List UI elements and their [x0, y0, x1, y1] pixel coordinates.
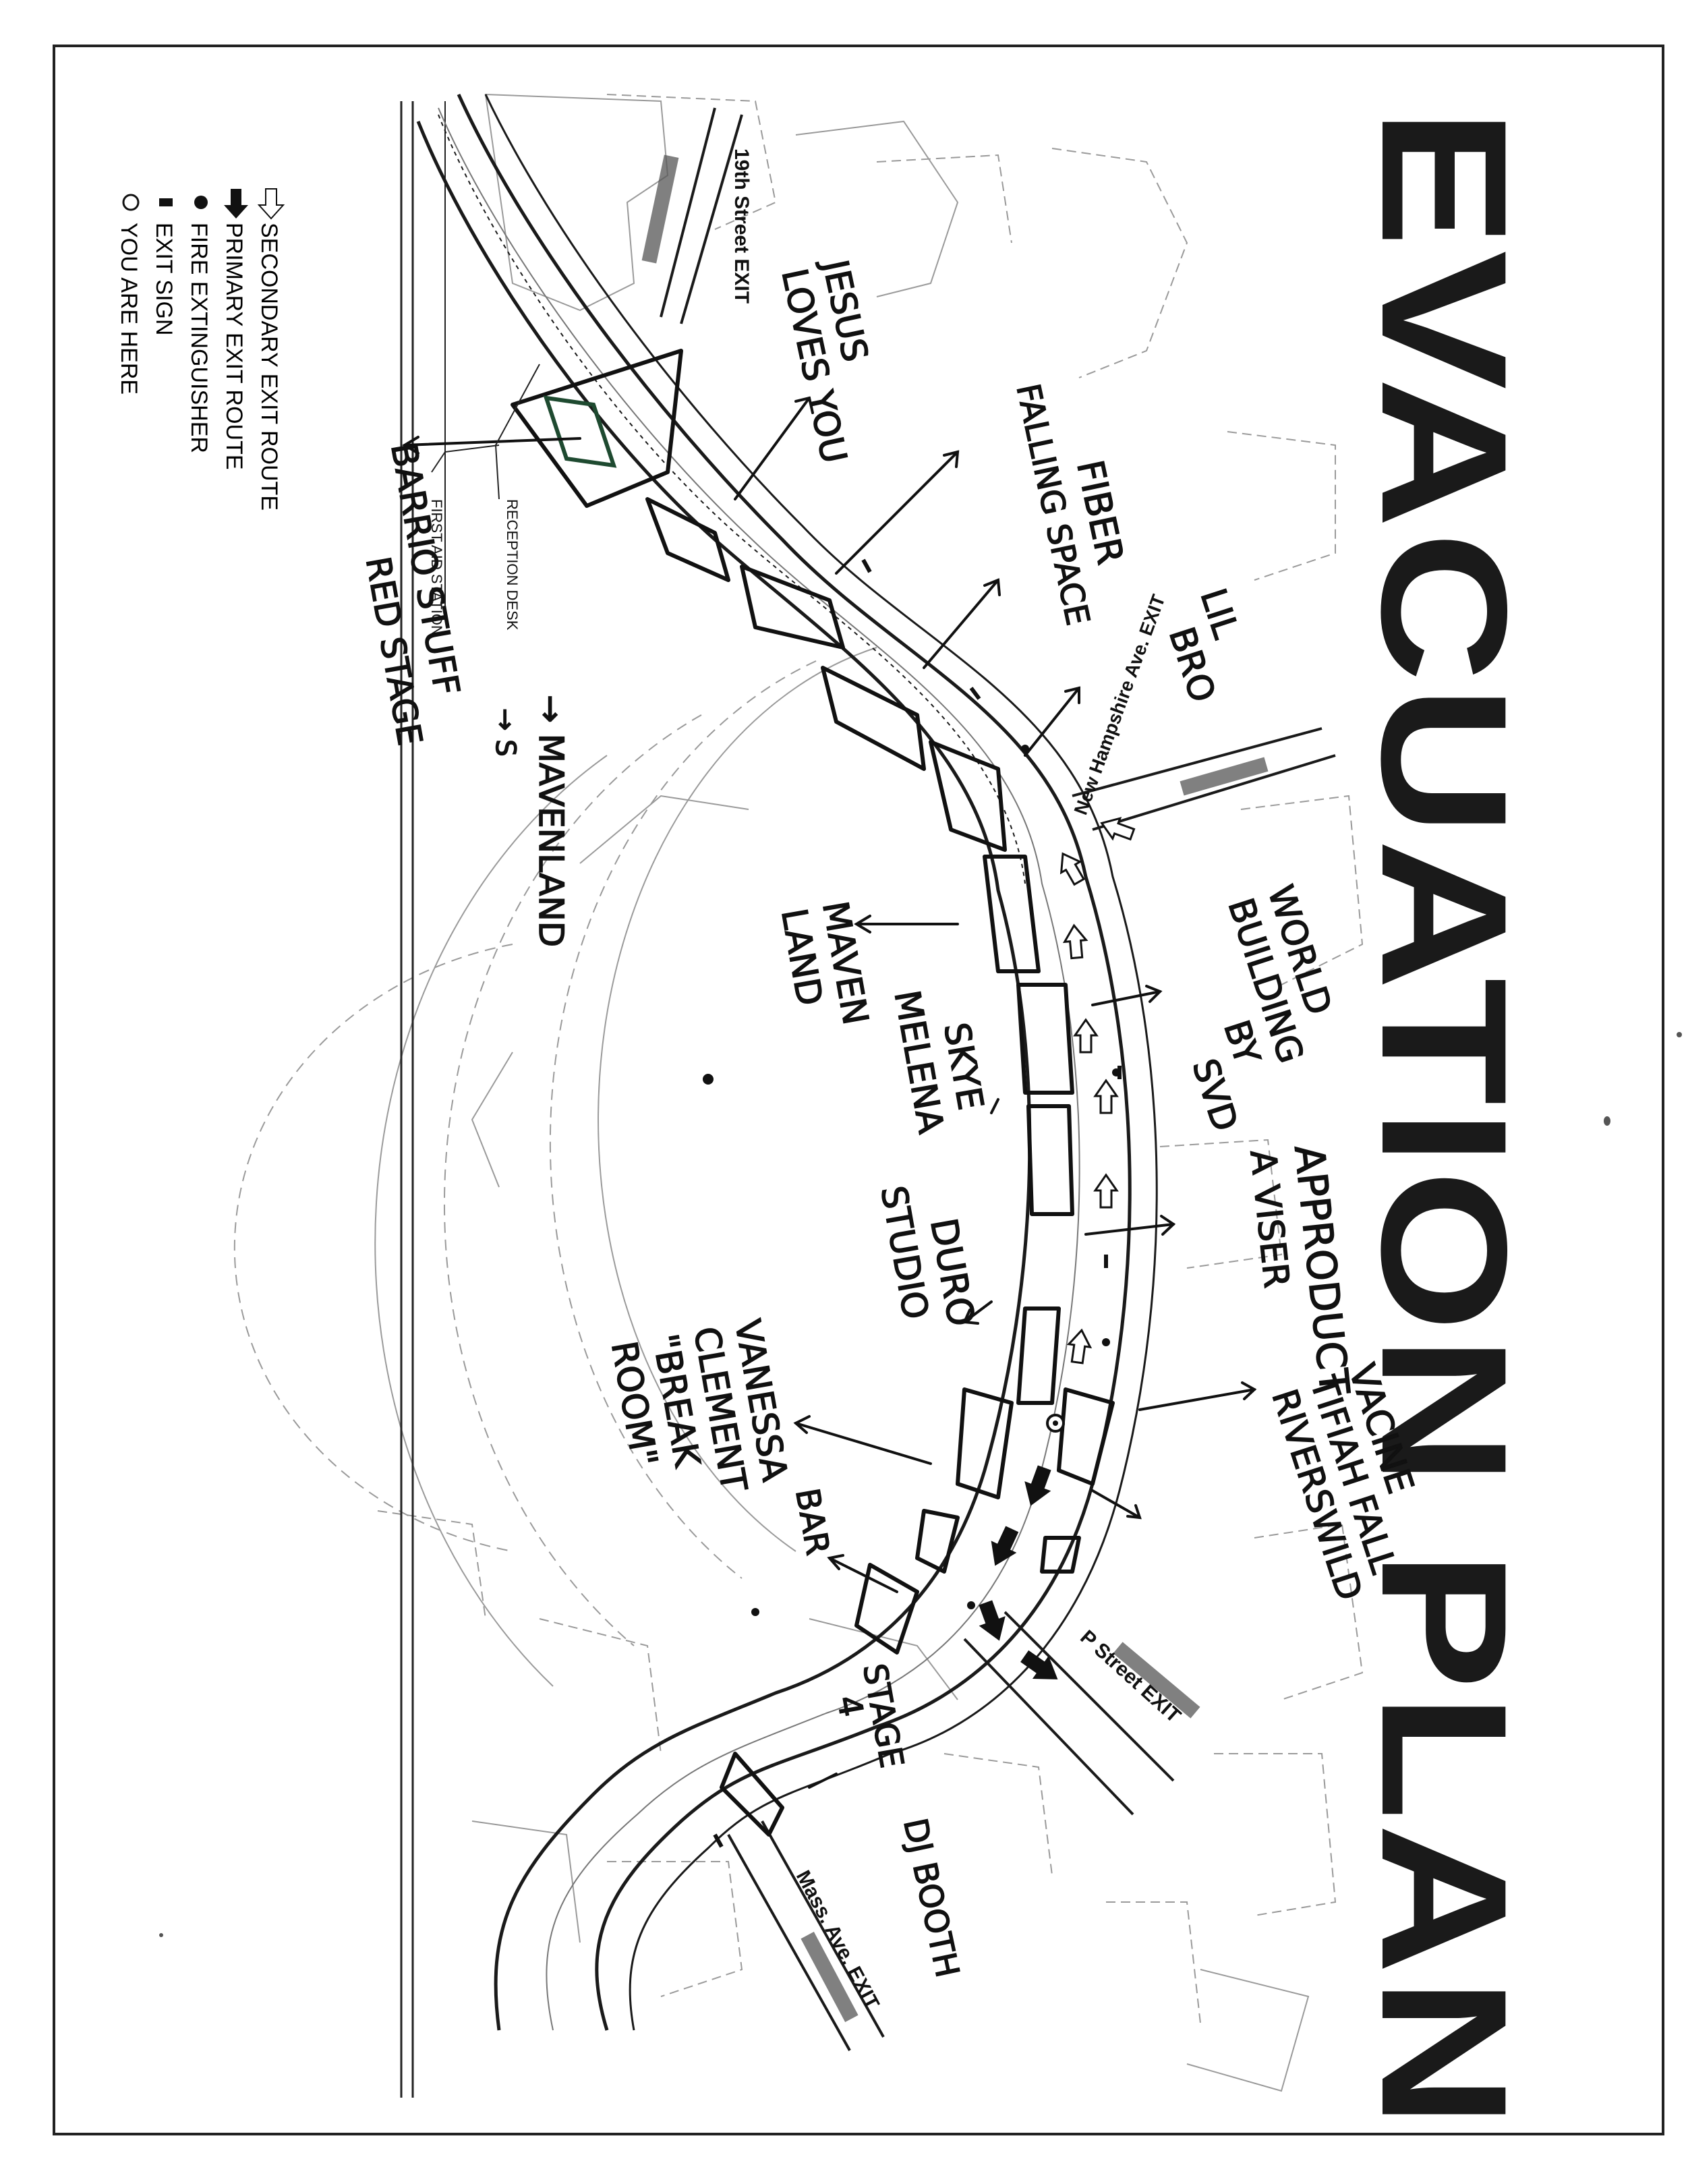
handwritten-fiber-space: FIBER FALLING SPACE — [1008, 380, 1132, 629]
handwritten-skye-melena: SKYE MELENA — [885, 987, 991, 1137]
exit-hatch-patches — [641, 154, 1269, 2022]
street-edge-lines — [400, 101, 446, 2098]
primary-exit-arrows — [979, 1465, 1058, 1679]
secondary-exit-arrow-icon — [257, 188, 285, 220]
page-title: EVACUATION PLAN — [1344, 108, 1544, 2131]
scan-speck — [1604, 1116, 1610, 1126]
reception-desk-label: RECEPTION DESK — [504, 499, 521, 631]
handwritten-barrio-stuff: BARRIO STUFF RED STAGE — [357, 439, 467, 749]
legend: YOU ARE HERE EXIT SIGN FIRE EXTINGUISHER… — [116, 188, 285, 511]
exit-label-p-street: P Street EXIT — [1076, 1626, 1185, 1727]
exit-roads — [660, 107, 1336, 2051]
main-corridor — [416, 93, 1158, 2031]
label-arrows — [402, 396, 1257, 1789]
legend-item-exit-sign: EXIT SIGN — [151, 198, 177, 336]
legend-label: PRIMARY EXIT ROUTE — [221, 223, 247, 470]
you-are-here-icon — [122, 194, 140, 211]
legend-item-you-are-here: YOU ARE HERE — [116, 194, 142, 395]
handwritten-vanessa-clement: VANESSA CLEMENT "BREAK ROOM" — [602, 1316, 795, 1495]
primary-exit-arrow-icon — [224, 189, 248, 219]
scan-speck — [159, 1933, 163, 1937]
legend-item-fire-extinguisher: FIRE EXTINGUISHER — [186, 196, 212, 453]
handwritten-stage-4: STAGE 4 — [829, 1661, 911, 1771]
hw-line: → S — [490, 708, 521, 757]
secondary-exit-arrows — [1059, 817, 1136, 1364]
legend-label: FIRE EXTINGUISHER — [186, 223, 212, 453]
page-border — [53, 45, 1664, 2135]
fire-extinguisher-dots — [703, 745, 1120, 1616]
handwritten-world-building: WORLD BUILDING BY SVD — [1184, 880, 1340, 1137]
reception-marker-green — [543, 395, 617, 468]
scan-speck — [1677, 1032, 1682, 1037]
legend-item-primary-exit: PRIMARY EXIT ROUTE — [221, 189, 248, 470]
handwritten-jesus-loves-you: JESUS LOVES YOU — [773, 254, 875, 467]
hw-line: DJ BOOTH — [896, 1815, 966, 1981]
fire-extinguisher-icon — [194, 196, 208, 209]
hw-line: MELENA — [886, 987, 951, 1137]
hw-line: STAGE — [855, 1661, 910, 1771]
handwritten-bar: BAR — [787, 1485, 837, 1559]
station-leader-lines — [431, 364, 540, 500]
background-building-outlines — [377, 93, 1364, 2092]
you-are-here-marker — [1046, 1414, 1065, 1433]
booth-outlines — [511, 349, 1115, 1837]
legend-label: SECONDARY EXIT ROUTE — [256, 223, 282, 511]
hw-line: BAR — [788, 1485, 836, 1557]
hw-line: STUDIO — [873, 1183, 936, 1323]
first-aid-station-label: FIRST AID STATION — [428, 499, 445, 636]
handwritten-maven-land: MAVEN LAND — [772, 898, 876, 1029]
legend-item-secondary-exit: SECONDARY EXIT ROUTE — [256, 188, 285, 511]
handwritten-duro-studio: DURO STUDIO — [872, 1182, 983, 1330]
park-path-arcs — [233, 647, 958, 1700]
exit-sign-marks — [713, 558, 1122, 1848]
handwritten-mavenland-note: → MAVENLAND → S — [489, 694, 571, 948]
legend-label: EXIT SIGN — [151, 223, 177, 336]
exit-label-19th-street: 19th Street EXIT — [730, 148, 753, 304]
legend-label: YOU ARE HERE — [116, 223, 142, 395]
handwritten-lil-bro: LIL BRO — [1160, 583, 1246, 708]
handwritten-approduct: APPRODUCT A VISER — [1242, 1143, 1359, 1398]
exit-sign-icon — [159, 198, 173, 206]
hw-line: → MAVENLAND — [531, 695, 571, 947]
handwritten-dj-booth: DJ BOOTH — [896, 1814, 967, 1981]
